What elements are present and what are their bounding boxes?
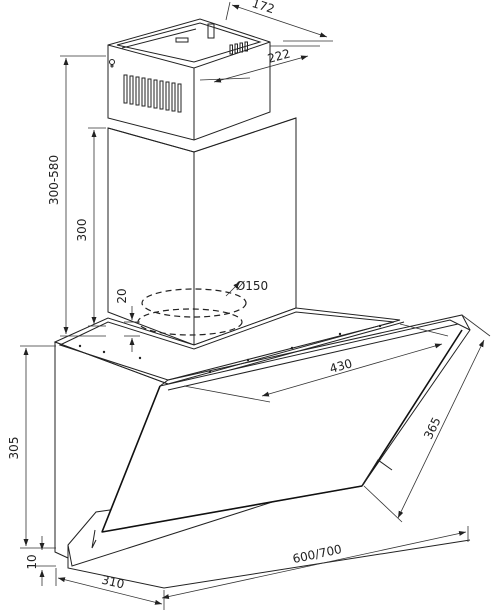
dim-chimney-depth: 172 — [250, 0, 276, 16]
lower-chimney — [107, 117, 297, 346]
dim-bottom-gap: 10 — [25, 554, 39, 569]
dim-height-range: 300-580 — [47, 155, 61, 205]
dim-front-depth: 310 — [100, 573, 125, 592]
dim-hood-depth: 430 — [328, 356, 354, 376]
dim-chimney-width: 222 — [266, 46, 292, 65]
dim-gap: 20 — [115, 288, 129, 303]
dim-duct-diameter: Ø150 — [236, 279, 268, 293]
dim-glass-length: 365 — [421, 415, 444, 442]
dim-hood-height: 305 — [7, 437, 21, 460]
dim-chimney-height: 300 — [75, 219, 89, 242]
vent-slots-left — [123, 74, 182, 113]
upper-chimney — [107, 18, 271, 141]
vent-slots-right — [229, 41, 248, 55]
dim-hood-width: 600/700 — [291, 542, 343, 566]
